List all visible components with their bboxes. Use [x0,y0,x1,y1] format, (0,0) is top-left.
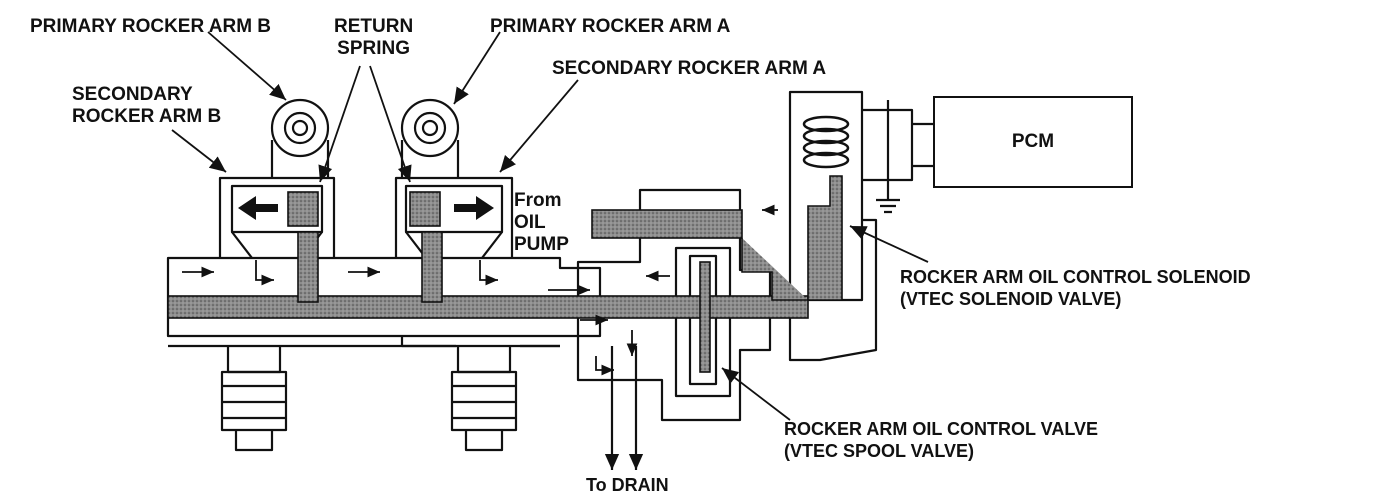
leader-secondary-a [499,79,579,173]
spool-valve-housing [576,188,772,422]
label-secondary-rocker-arm-a: SECONDARY ROCKER ARM A [552,58,827,79]
label-secondary-rocker-arm-b: SECONDARY ROCKER ARM B [72,84,222,127]
secondary-rocker-arm-b [218,176,336,258]
label-primary-rocker-arm-a: PRIMARY ROCKER ARM A [490,16,731,37]
pcm-box: PCM [933,96,1133,188]
label-from-oil-pump: From OIL PUMP [514,190,569,255]
label-primary-rocker-arm-b: PRIMARY ROCKER ARM B [30,16,272,37]
primary-rocker-arm-b [270,140,330,178]
leader-solenoid [849,225,929,263]
leader-secondary-b [171,129,227,173]
label-rocker-arm-oil-control-valve: ROCKER ARM OIL CONTROL VALVE (VTEC SPOOL… [784,419,1099,461]
label-return-spring: RETURN SPRING [334,16,414,59]
label-pcm: PCM [1011,131,1055,152]
primary-rocker-arm-a [400,140,460,178]
label-to-drain: To DRAIN [586,475,669,495]
leader-primary-b [207,31,287,101]
solenoid-housing [788,90,864,302]
leader-spool [721,367,791,421]
drain-passage [591,209,743,239]
main-oil-gallery [167,295,809,319]
leader-return-spring-1 [318,65,361,183]
rocker-shaft-body [166,256,602,338]
leader-return-spring-2 [369,65,412,183]
label-rocker-arm-oil-control-solenoid: ROCKER ARM OIL CONTROL SOLENOID (VTEC SO… [900,267,1251,309]
secondary-rocker-arm-a [394,176,514,258]
leader-primary-a [453,31,501,105]
